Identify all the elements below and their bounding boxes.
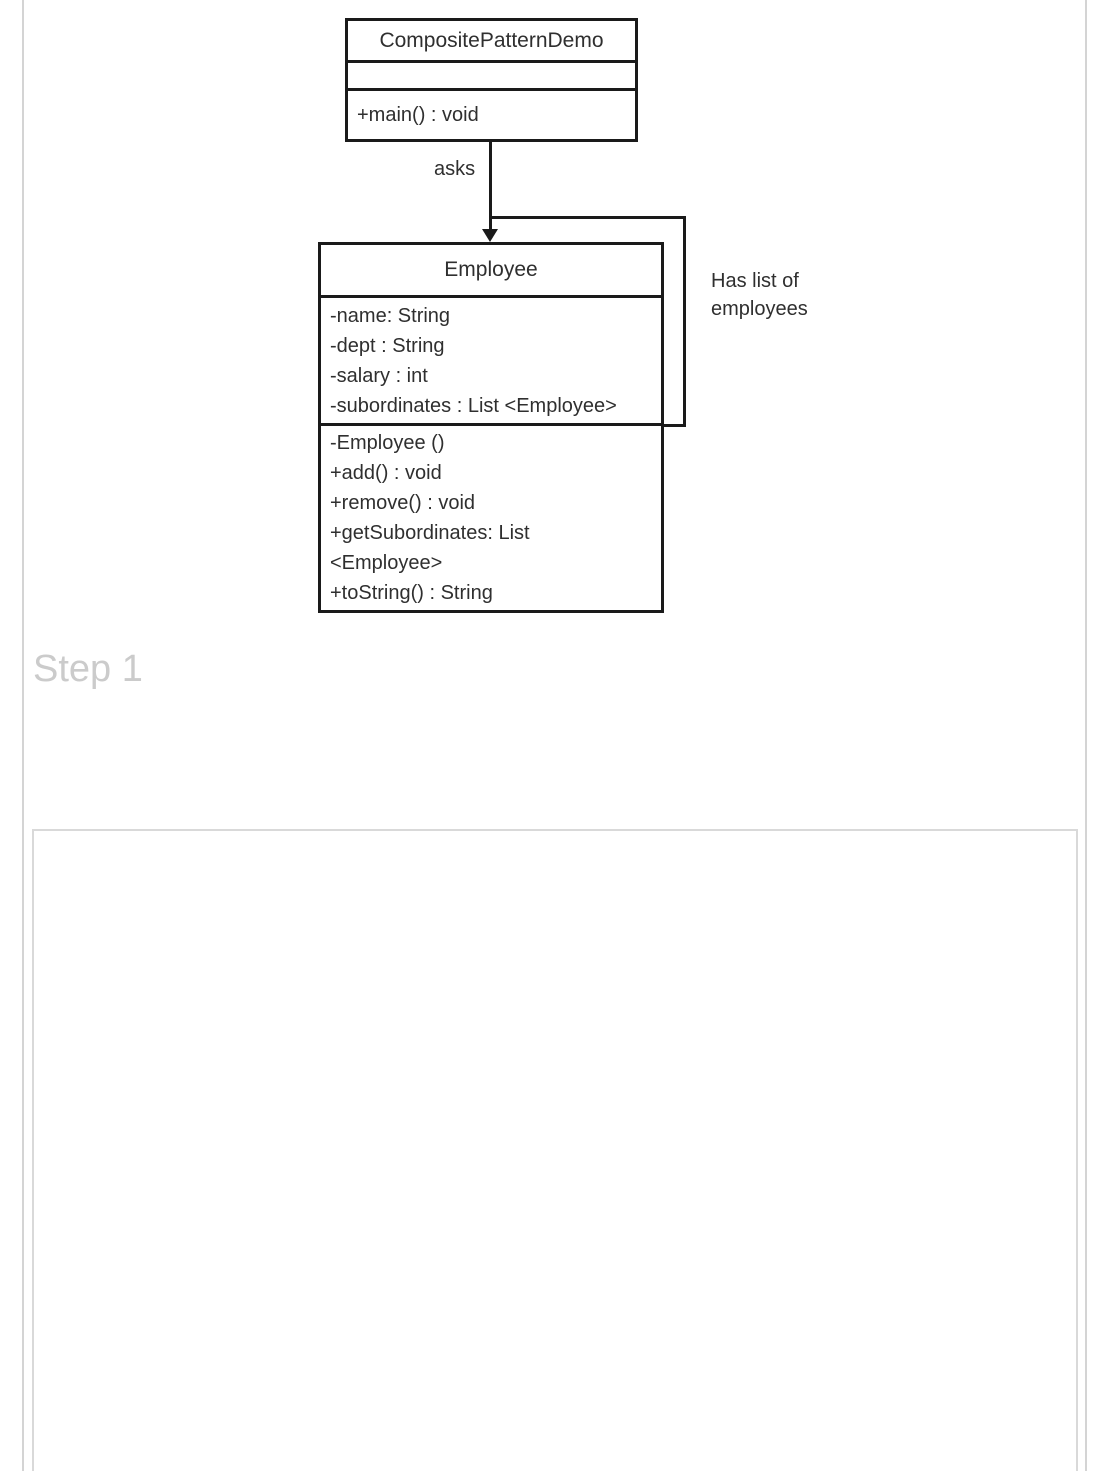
class-methods-section: +main() : void <box>348 91 635 139</box>
self-association-top-line <box>489 216 686 219</box>
step-heading: Step 1 <box>33 648 143 690</box>
method-get-subordinates: +getSubordinates: List <box>330 522 530 544</box>
asks-connector-line <box>489 142 492 229</box>
arrow-head-icon <box>482 229 498 242</box>
class-attributes-empty <box>348 63 635 91</box>
class-attributes-section: -name: String -dept : String -salary : i… <box>321 298 661 426</box>
class-box-composite-pattern-demo: CompositePatternDemo +main() : void <box>345 18 638 142</box>
asks-label: asks <box>434 158 476 180</box>
method-remove: +remove() : void <box>330 492 476 514</box>
method-employee-constructor: -Employee () <box>330 432 445 454</box>
self-association-bottom-line <box>661 424 686 427</box>
method-add: +add() : void <box>330 462 442 484</box>
page-right-border <box>1085 0 1087 1471</box>
method-main: +main() : void <box>357 104 479 126</box>
class-title-composite-pattern-demo: CompositePatternDemo <box>348 21 635 63</box>
method-get-subordinates-wrap: <Employee> <box>330 552 443 574</box>
attribute-dept: -dept : String <box>330 335 445 357</box>
self-association-right-line <box>683 216 686 427</box>
page-left-border <box>22 0 24 1471</box>
class-methods-section: -Employee () +add() : void +remove() : v… <box>321 426 661 610</box>
class-title-employee: Employee <box>321 245 661 298</box>
class-box-employee: Employee -name: String -dept : String -s… <box>318 242 664 613</box>
attribute-name: -name: String <box>330 305 451 327</box>
self-association-label: Has list of employees <box>711 270 808 320</box>
attribute-salary: -salary : int <box>330 365 428 387</box>
method-to-string: +toString() : String <box>330 582 493 604</box>
code-content-panel <box>32 829 1078 1471</box>
attribute-subordinates: -subordinates : List <Employee> <box>330 395 617 417</box>
